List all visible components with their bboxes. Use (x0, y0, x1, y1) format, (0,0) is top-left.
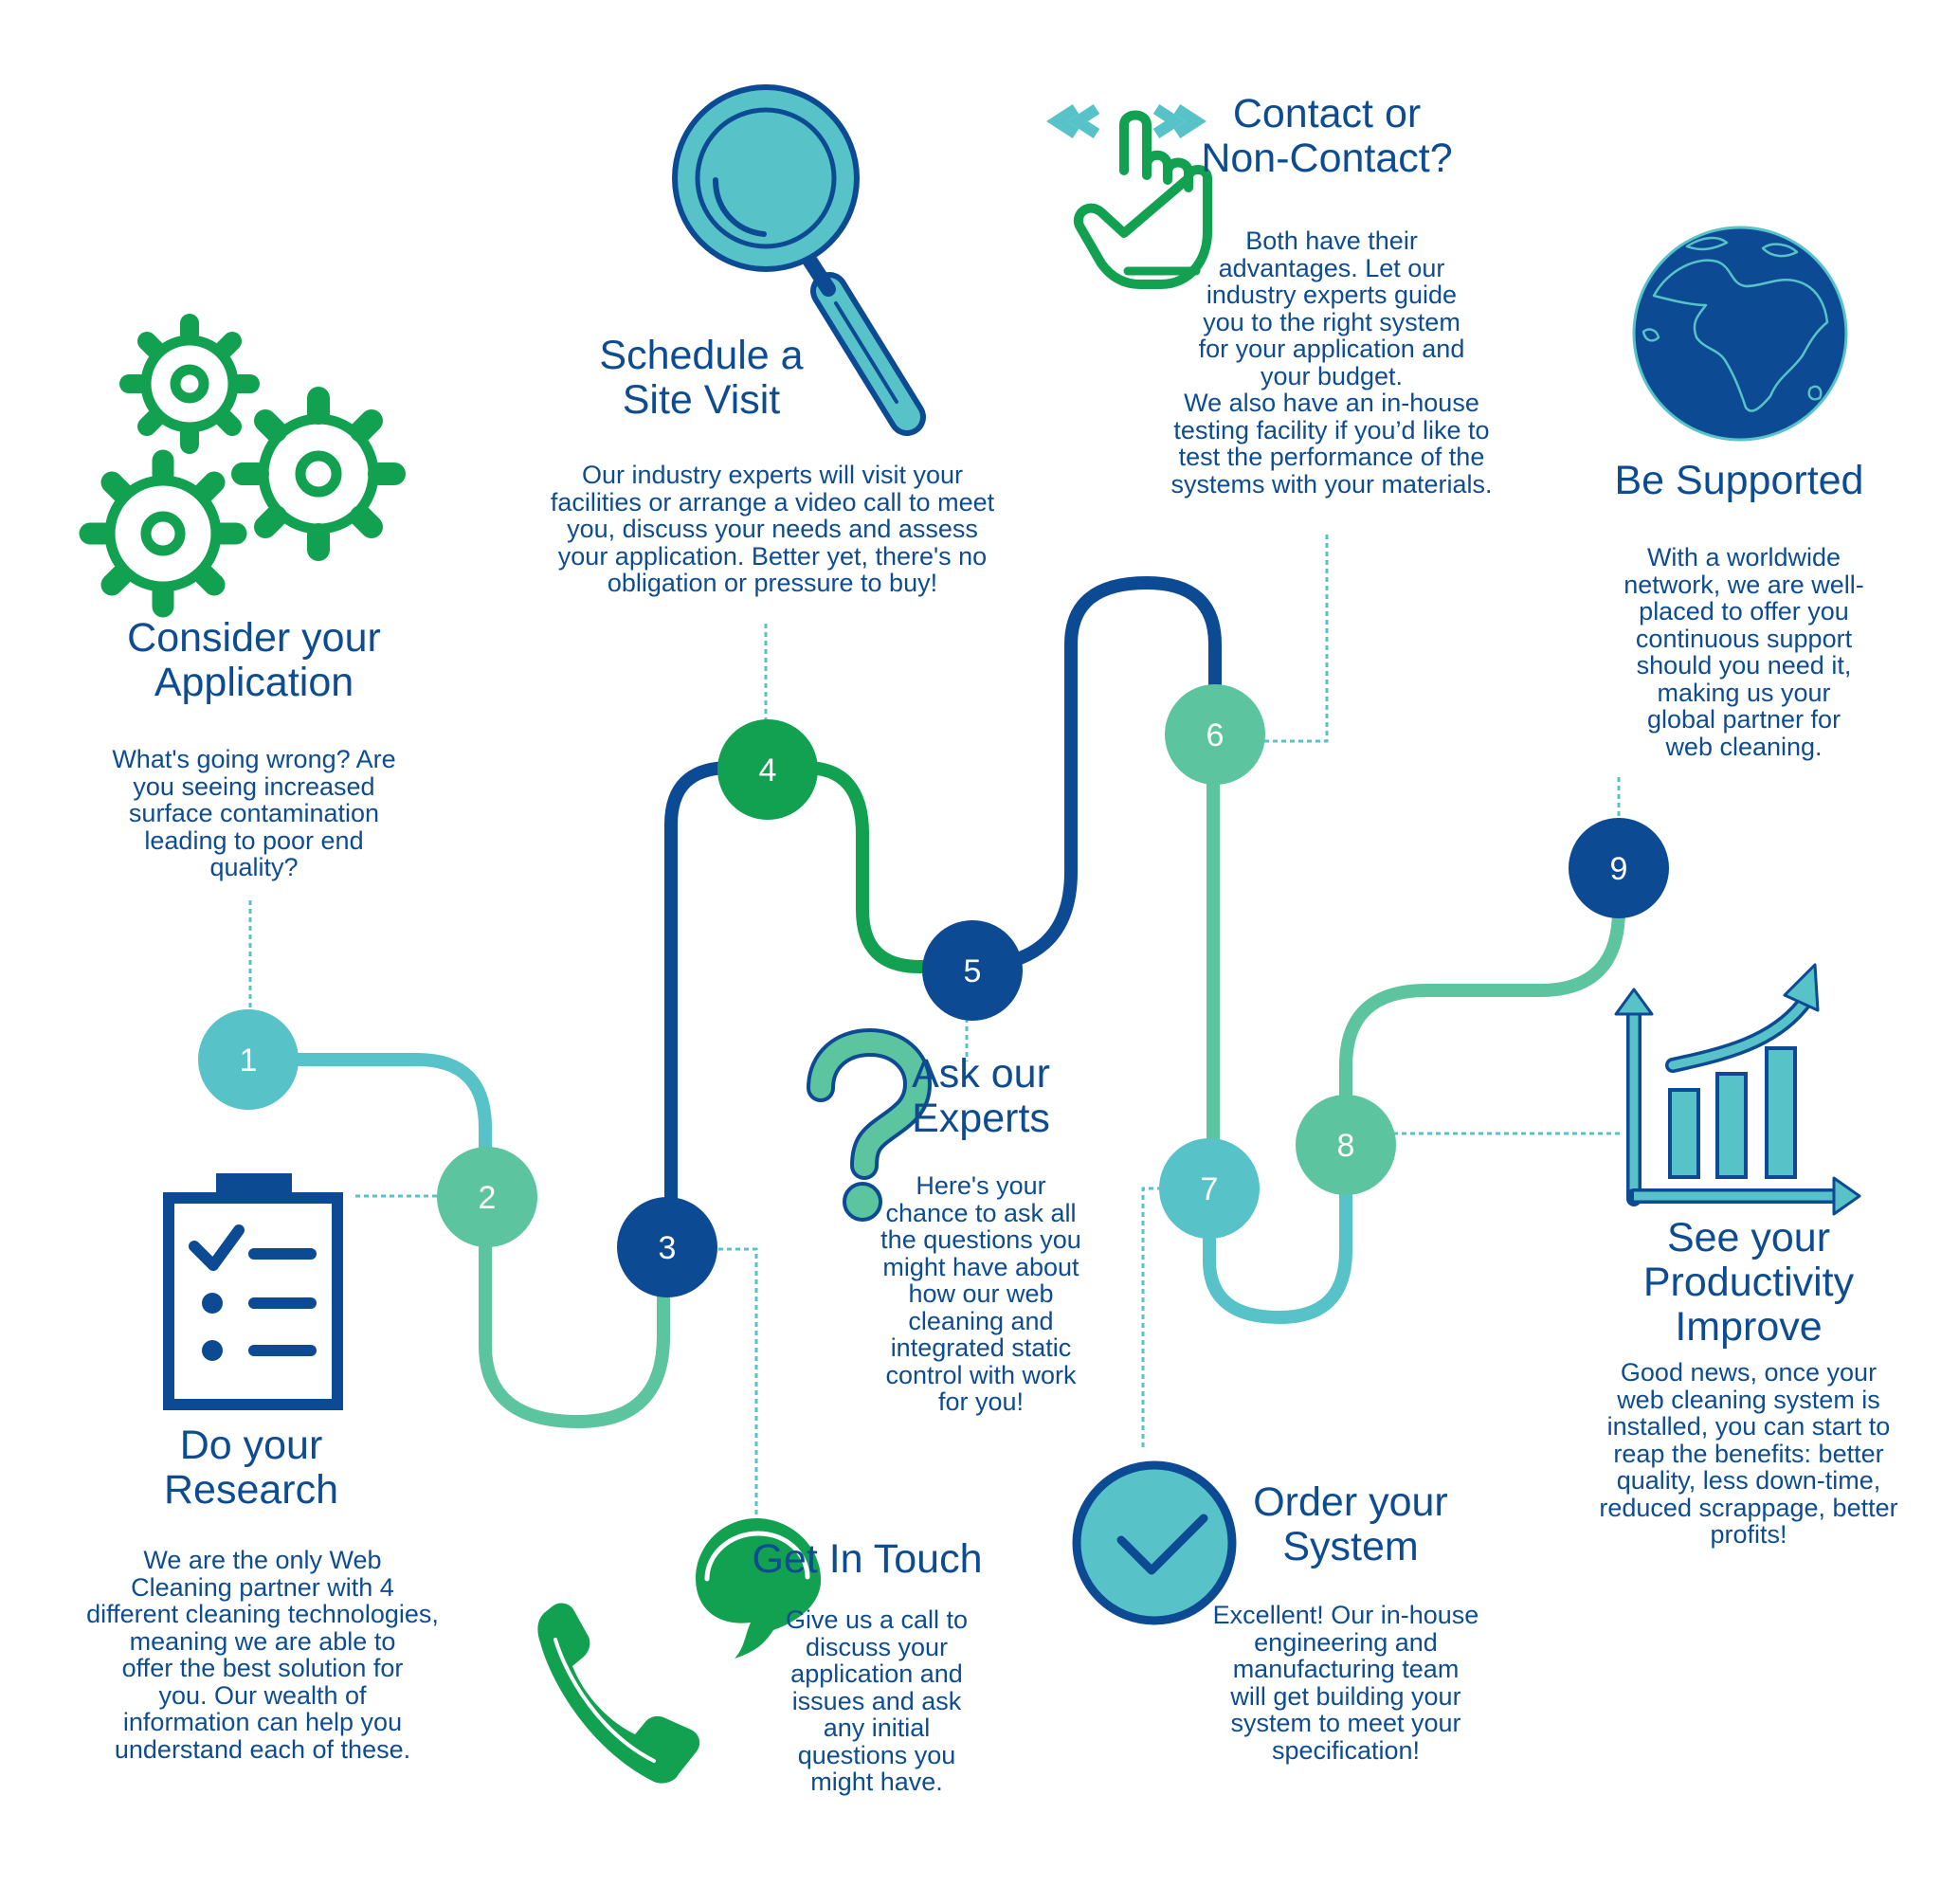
step-6-description: Both have their advantages. Let our indu… (1170, 227, 1493, 499)
step-3-description: Give us a call to discuss your applicati… (785, 1605, 969, 1796)
leader-line-6 (1264, 531, 1329, 743)
step-7-title: Order your System (1253, 1479, 1448, 1569)
step-number-6: 6 (1206, 717, 1224, 753)
path-segment-8-9 (1339, 861, 1625, 1150)
step-node-4: 4 (717, 719, 818, 820)
step-node-3: 3 (617, 1197, 717, 1297)
path-segment-1-2 (242, 1053, 492, 1201)
growth-chart-icon (1614, 963, 1861, 1216)
step-number-1: 1 (240, 1043, 258, 1079)
step-number-4: 4 (759, 753, 777, 789)
step-9-description: With a worldwide network, we are well- p… (1624, 543, 1864, 761)
path-segment-2-3 (479, 1188, 670, 1428)
step-node-6: 6 (1165, 684, 1265, 785)
step-1-title: Consider your Application (127, 615, 381, 705)
leader-line-3 (718, 1247, 758, 1521)
step-4-title: Schedule a Site Visit (599, 333, 804, 423)
globe-icon (1632, 226, 1848, 442)
step-8-description: Good news, once your web cleaning system… (1599, 1358, 1898, 1549)
step-number-9: 9 (1610, 851, 1628, 887)
question-mark-icon (807, 1027, 933, 1222)
step-node-1: 1 (198, 1009, 299, 1110)
clipboard-checklist-icon (163, 1173, 343, 1410)
step-number-8: 8 (1337, 1128, 1355, 1164)
step-node-9: 9 (1569, 818, 1669, 918)
phone-chat-icon (537, 1518, 822, 1784)
path-segment-3-4 (664, 761, 736, 1248)
step-8-title: See your Productivity Improve (1642, 1215, 1855, 1350)
step-node-7: 7 (1159, 1138, 1260, 1239)
path-segment-4-5 (761, 761, 973, 973)
leader-line-7 (1141, 1187, 1162, 1450)
gears-icon (79, 314, 406, 618)
pointing-hand-icon (1045, 103, 1212, 289)
step-node-5: 5 (922, 920, 1023, 1021)
step-2-description: We are the only Web Cleaning partner wit… (86, 1546, 439, 1764)
step-number-2: 2 (479, 1180, 497, 1216)
step-9-title: Be Supported (1614, 458, 1864, 503)
step-3-title: Get In Touch (752, 1536, 983, 1582)
magnifying-glass-icon (672, 84, 926, 436)
step-5-title: Ask our Experts (912, 1051, 1050, 1141)
step-7-description: Excellent! Our in-house engineering and … (1212, 1601, 1479, 1765)
step-number-7: 7 (1201, 1171, 1219, 1207)
step-number-5: 5 (964, 953, 982, 989)
checkmark-circle-icon (1072, 1460, 1237, 1625)
step-5-description: Here's your chance to ask all the questi… (880, 1171, 1081, 1416)
step-2-title: Do your Research (163, 1423, 339, 1513)
path-segment-7-8 (1203, 1136, 1352, 1324)
step-node-2: 2 (437, 1147, 537, 1247)
step-6-title: Contact or Non-Contact? (1201, 91, 1453, 181)
step-4-description: Our industry experts will visit your fac… (550, 461, 995, 597)
path-segment-5-6 (960, 576, 1222, 973)
step-number-3: 3 (659, 1230, 677, 1266)
step-node-8: 8 (1296, 1095, 1396, 1195)
step-1-description: What's going wrong? Are you seeing incre… (112, 745, 396, 881)
